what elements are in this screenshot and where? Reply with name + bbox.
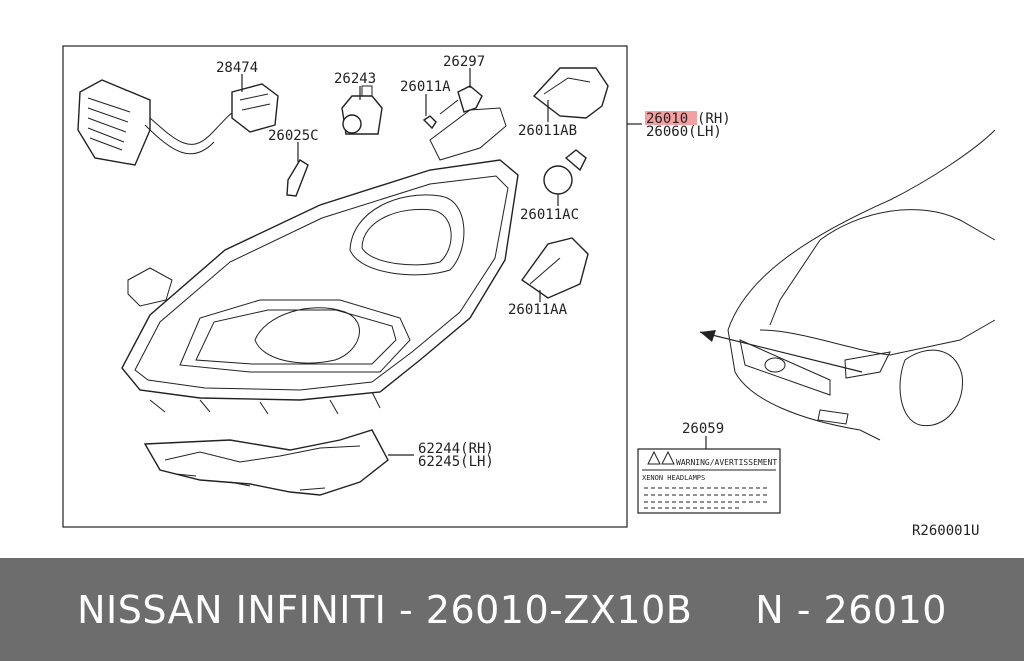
bulb-part-aa <box>521 237 589 299</box>
warning-title-text: WARNING/AVERTISSEMENT <box>676 458 777 467</box>
label-26011a: 26011A <box>400 79 451 95</box>
diagram-frame <box>62 45 628 528</box>
hid-bulb-part-ab <box>532 67 609 119</box>
vehicle-outline <box>699 129 996 441</box>
leader-lines <box>241 68 642 456</box>
footer-part-text: NISSAN INFINITI - 26010-ZX10B N - 26010 <box>77 587 947 632</box>
bulb-part-ac <box>543 149 587 195</box>
label-62244: 62244(RH) <box>418 441 494 457</box>
label-62245: 62245(LH) <box>418 454 494 470</box>
lower-bracket-part <box>143 429 389 496</box>
headlamp-housing <box>121 107 519 415</box>
label-26243: 26243 <box>334 71 376 87</box>
ballast-unit-part <box>77 79 279 166</box>
side-bulb-part <box>286 159 309 197</box>
label-26059: 26059 <box>682 421 724 437</box>
label-26297: 26297 <box>443 54 485 70</box>
label-26010-rh: (RH) <box>697 111 731 127</box>
label-26011aa: 26011AA <box>508 302 568 318</box>
label-26011ab: 26011AB <box>518 123 577 139</box>
label-26060: 26060(LH) <box>646 124 722 140</box>
label-28474: 28474 <box>216 60 258 76</box>
label-26011ac: 26011AC <box>520 207 579 223</box>
label-26010: 26010 <box>646 111 688 127</box>
footer-banner: NISSAN INFINITI - 26010-ZX10B N - 26010 <box>0 558 1024 661</box>
warning-label-part: WARNING/AVERTISSEMENT XENON HEADLAMPS <box>637 436 781 514</box>
socket-part <box>341 85 383 135</box>
label-26025c: 26025C <box>268 128 319 144</box>
highlight-box <box>645 111 697 125</box>
warning-sub-text: XENON HEADLAMPS <box>642 474 705 482</box>
figure-code: R260001U <box>912 523 979 539</box>
parts-diagram: WARNING/AVERTISSEMENT XENON HEADLAMPS 28… <box>62 45 996 539</box>
small-bulb-parts <box>422 85 483 130</box>
